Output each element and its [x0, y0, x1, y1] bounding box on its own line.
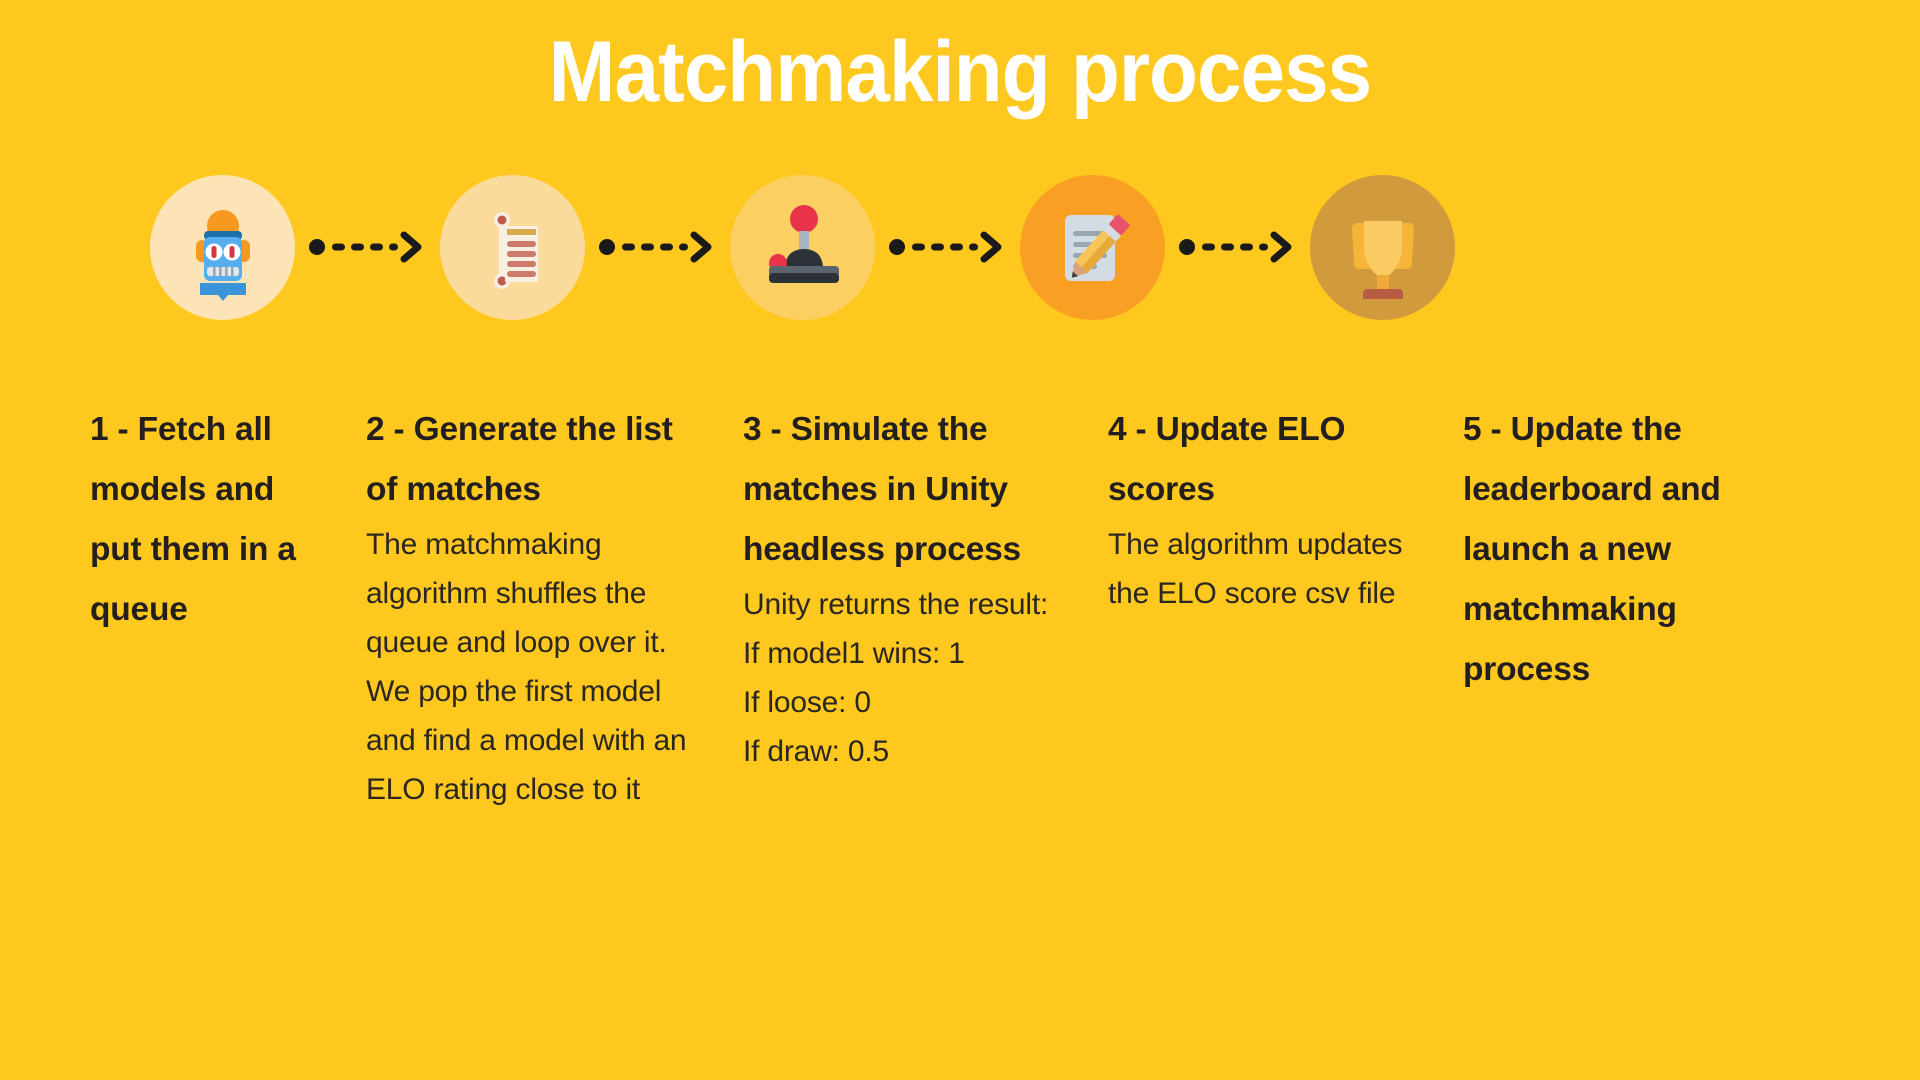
step-columns: 1 - Fetch all models and put them in a q…: [0, 400, 1920, 1020]
step-3-title: Simulate the matches in Unity headless p…: [743, 411, 1021, 568]
flow-node-checklist[interactable]: [440, 174, 585, 320]
joystick-icon: [749, 193, 857, 301]
step-2-number: 2 -: [366, 411, 414, 448]
checklist-icon: [459, 193, 567, 301]
process-flow-strip: [150, 172, 1770, 322]
step-4-heading: 4 - Update ELO scores: [1108, 400, 1427, 520]
step-4-title: Update ELO scores: [1108, 411, 1346, 508]
step-column-5: 5 - Update the leaderboard and launch a …: [1453, 400, 1833, 700]
flow-connector-2: [585, 227, 730, 267]
flow-connector-3: [875, 227, 1020, 267]
step-3-body: Unity returns the result: If model1 wins…: [743, 588, 1049, 768]
dashed-arrow-icon: [888, 231, 1007, 263]
step-1-number: 1 -: [90, 411, 138, 448]
step-5-heading: 5 - Update the leaderboard and launch a …: [1463, 400, 1807, 700]
flow-node-joystick[interactable]: [730, 174, 875, 320]
document-pencil-icon: [1039, 193, 1147, 301]
step-3-heading: 3 - Simulate the matches in Unity headle…: [743, 400, 1072, 580]
robot-icon: [169, 193, 277, 301]
step-column-4: 4 - Update ELO scores The algorithm upda…: [1098, 400, 1453, 618]
flow-node-document-pencil[interactable]: [1020, 174, 1165, 320]
flow-connector-4: [1165, 227, 1310, 267]
dashed-arrow-icon: [1178, 231, 1297, 263]
step-5-number: 5 -: [1463, 411, 1511, 448]
step-5-title: Update the leaderboard and launch a new …: [1463, 411, 1721, 688]
flow-node-robot[interactable]: [150, 174, 295, 320]
step-1-heading: 1 - Fetch all models and put them in a q…: [90, 400, 330, 640]
step-2-title: Generate the list of matches: [366, 411, 673, 508]
trophy-icon: [1329, 193, 1437, 301]
step-2-heading: 2 - Generate the list of matches: [366, 400, 707, 520]
dashed-arrow-icon: [308, 231, 427, 263]
step-column-2: 2 - Generate the list of matches The mat…: [356, 400, 733, 814]
step-column-3: 3 - Simulate the matches in Unity headle…: [733, 400, 1098, 776]
dashed-arrow-icon: [598, 231, 717, 263]
step-4-body: The algorithm updates the ELO score csv …: [1108, 528, 1403, 610]
step-column-1: 1 - Fetch all models and put them in a q…: [0, 400, 356, 640]
step-3-number: 3 -: [743, 411, 791, 448]
flow-connector-1: [295, 227, 440, 267]
step-4-number: 4 -: [1108, 411, 1156, 448]
page-title: Matchmaking process: [548, 24, 1372, 120]
step-1-title: Fetch all models and put them in a queue: [90, 411, 296, 628]
step-2-body: The matchmaking algorithm shuffles the q…: [366, 528, 687, 806]
flow-node-trophy[interactable]: [1310, 174, 1455, 320]
